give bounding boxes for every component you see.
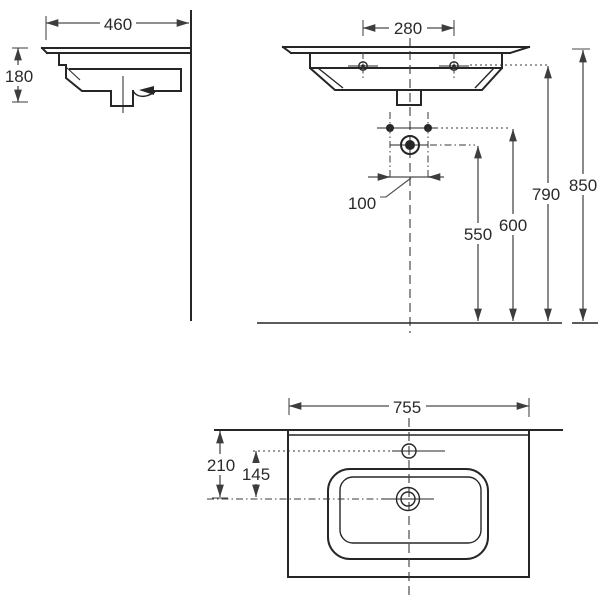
label-background	[461, 223, 495, 244]
side-bowl-profile	[58, 52, 134, 107]
dimension-label-tap-spacing: 280	[394, 19, 422, 38]
dimension-label-drain-height: 550	[464, 225, 492, 244]
drain-direction-arrow	[139, 86, 154, 95]
dimension-label-supply-spacing: 100	[348, 194, 376, 213]
label-background	[529, 183, 563, 204]
dimension-label-tap-line-height: 790	[532, 185, 560, 204]
dimension-label-tap-to-drain: 145	[242, 465, 270, 484]
supply-axis-lines	[389, 112, 429, 180]
dimension-label-supply-height: 600	[499, 216, 527, 235]
basin-inner	[339, 476, 482, 544]
front-bowl-inner	[317, 67, 495, 89]
tap-hole-axis	[362, 52, 455, 81]
plan-view: 755 210 145	[203, 397, 563, 595]
drain-boss	[396, 89, 422, 106]
label-background	[389, 18, 427, 38]
dimension-label-rim-height: 850	[569, 176, 597, 195]
side-view: 460 180	[2, 10, 192, 321]
label-background	[496, 214, 530, 235]
label-background	[2, 65, 35, 86]
front-rim	[281, 45, 531, 55]
dimension-label-side-width: 460	[104, 15, 132, 34]
dimension-label-side-depth: 180	[5, 67, 33, 86]
label-background	[203, 454, 238, 475]
dimension-label-edge-to-drain: 210	[207, 456, 235, 475]
label-background	[345, 193, 379, 212]
label-background	[566, 174, 600, 195]
side-bowl-back	[69, 68, 182, 92]
front-view: 280 100 550 600 790 850	[257, 18, 600, 333]
label-background	[239, 463, 273, 484]
leader-line-100	[380, 177, 412, 198]
side-rim	[40, 46, 191, 55]
label-background	[100, 14, 136, 34]
dimension-label-plan-width: 755	[393, 398, 421, 417]
basin-outer	[327, 468, 489, 560]
side-inner-slope	[65, 66, 81, 81]
label-background	[389, 397, 426, 417]
